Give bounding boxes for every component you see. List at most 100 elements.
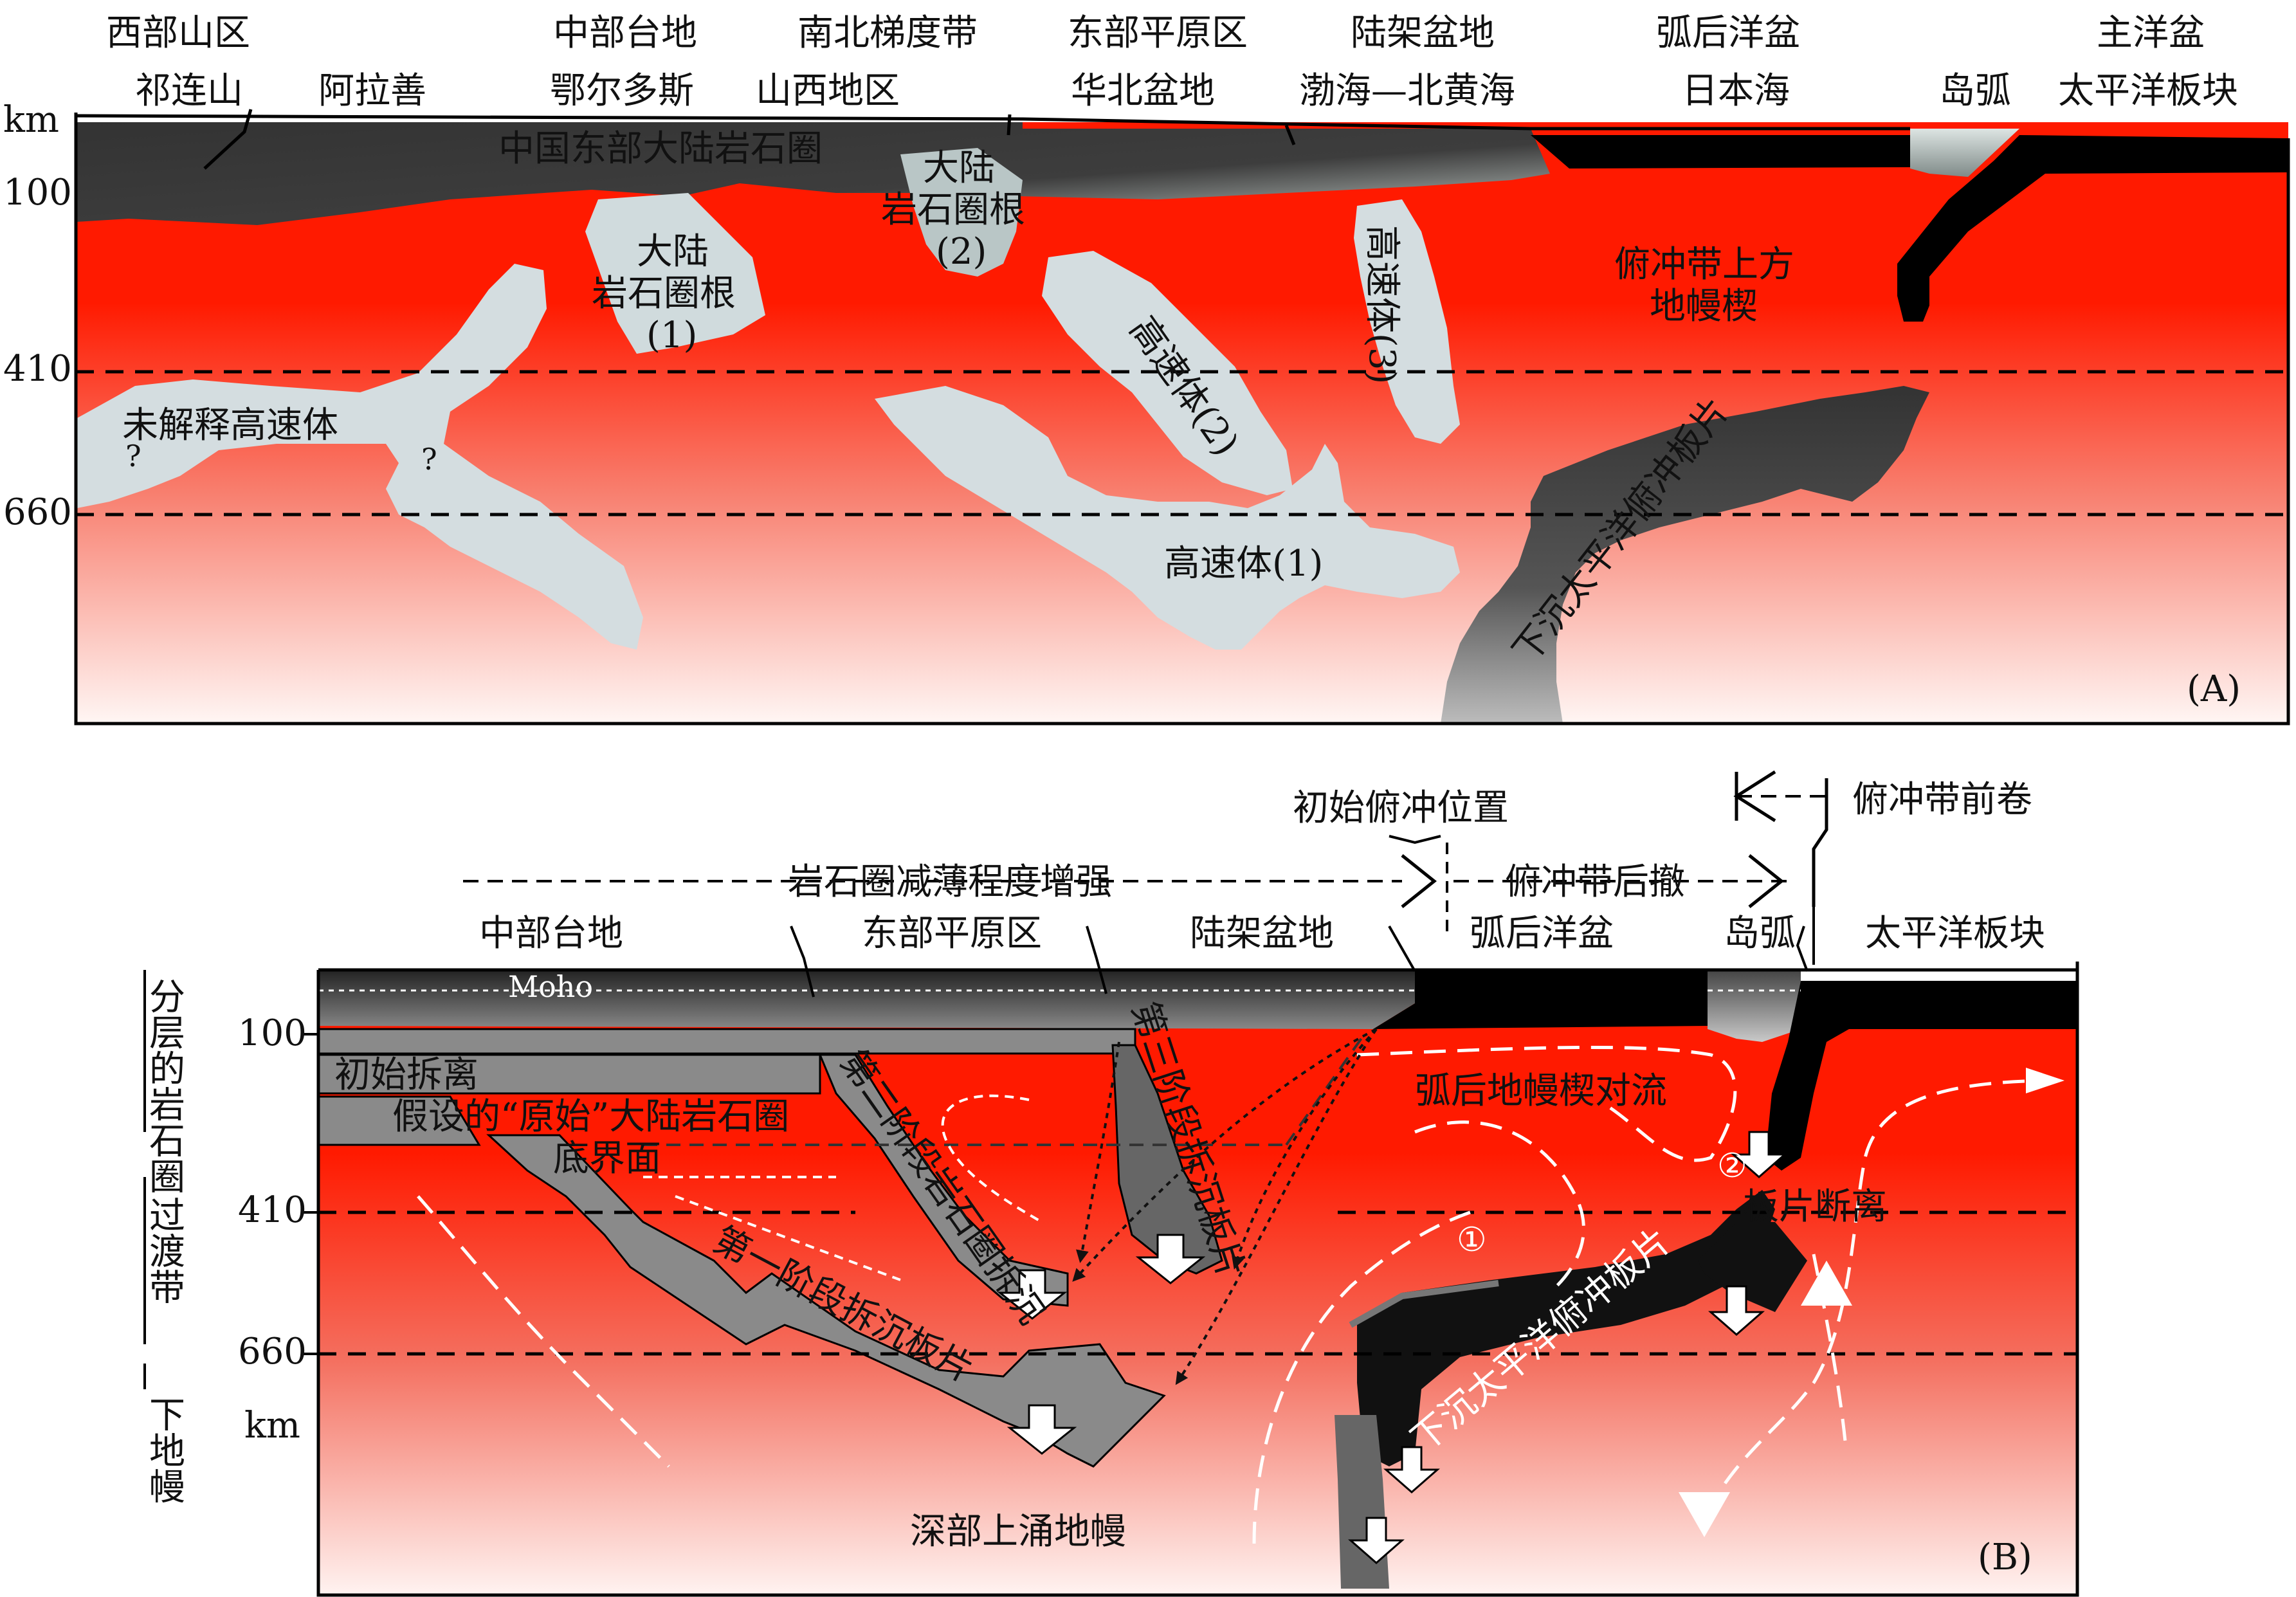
label-root-1-c: (1) (646, 315, 697, 356)
panel-b-tag: (B) (1978, 1537, 2032, 1578)
panel-a-unresolved-high-velocity-body (77, 264, 643, 650)
panel-a-subducted-slab (1441, 386, 1929, 724)
panel-a-high-velocity-body-3 (1354, 199, 1460, 444)
label-unresolved-body: 未解释高速体 (122, 405, 338, 446)
panel-b-convection-pacific (1702, 1079, 2059, 1519)
place-ordos: 鄂尔多斯 (550, 70, 694, 112)
panel-b-pacific-plate (1765, 981, 2077, 1171)
label-high-velocity-1: 高速体(1) (1164, 543, 1323, 585)
panel-a-depth-660: 660 (3, 491, 72, 533)
panel-a-surface-line (75, 114, 1910, 131)
panel-a-frame (74, 113, 2290, 725)
panel-a-depth-100: 100 (3, 172, 72, 214)
label-initial-subduction: 初始俯冲位置 (1293, 787, 1509, 829)
side-lower-mantle: 下地幔 (143, 1396, 185, 1504)
panel-b-block-arrows (997, 1131, 1787, 1564)
panel-b-convection-backarc-inner (1414, 1120, 1585, 1288)
label-thinning: 岩石圈减薄程度增强 (788, 861, 1112, 903)
region-east-plain: 东部平原区 (1068, 12, 1248, 54)
panel-b-island-arc-block (1708, 970, 1801, 1042)
panel-a-high-velocity-body-2 (1042, 251, 1293, 495)
label-root-2-c: (2) (936, 231, 987, 273)
panel-b-trench-symbol (1389, 835, 1441, 844)
region-ns-gradient-belt: 南北梯度带 (797, 12, 978, 54)
label-trench-advance: 俯冲带前卷 (1852, 779, 2032, 821)
label-wedge-a: 俯冲带上方 (1614, 244, 1794, 286)
panel-b-unit: km (244, 1405, 300, 1446)
label-root-1-b: 岩石圈根 (592, 273, 736, 315)
panel-b-stage3-slab (1111, 1044, 1223, 1275)
panel-b-slab-break (1698, 1222, 1807, 1312)
panel-a-continental-lithosphere (76, 122, 1550, 225)
panel-b-fault-4 (1796, 926, 1809, 972)
label-wedge-b: 地幔楔 (1650, 286, 1758, 327)
place-bohai: 渤海—北黄海 (1299, 70, 1515, 112)
panel-b-dotted-arrow-1 (1072, 1028, 1377, 1282)
panel-b-arrowhead-1 (2026, 1068, 2064, 1093)
panel-b-oceanic-lithosphere (1373, 970, 1708, 1029)
region-backarc-basin: 弧后洋盆 (1656, 12, 1800, 54)
panel-b-arrowhead-2 (1801, 1261, 1852, 1306)
panel-b-fault-3 (1388, 926, 1416, 972)
panel-b-convection-backarc (1356, 1045, 1737, 1162)
label-circle-2: ② (1717, 1147, 1747, 1185)
panel-a-depth-410: 410 (3, 348, 72, 390)
label-deep-upwelling: 深部上涌地幔 (910, 1511, 1126, 1553)
region-west-mountains: 西部山区 (106, 12, 250, 54)
panel-a-oceanic-lithosphere (1531, 135, 1910, 169)
label-b-pacific-plate: 太平洋板块 (1865, 913, 2045, 954)
label-b-shelf-basin: 陆架盆地 (1190, 913, 1334, 954)
place-pacific-plate: 太平洋板块 (2058, 70, 2238, 112)
panel-b-initial-subduction-symbol (1401, 854, 1437, 908)
label-backarc-convection: 弧后地幔楔对流 (1415, 1070, 1667, 1112)
panel-b-frame (316, 962, 2079, 1597)
panel-b-advance-hook (1812, 778, 1828, 907)
side-layered-lithosphere: 分层的岩石圈 (143, 978, 185, 1194)
label-circle-1: ① (1457, 1221, 1487, 1259)
panel-b-convection-right-down (1812, 1254, 1848, 1448)
panel-b-dotted-arrow-4 (1076, 1041, 1120, 1263)
panel-b-fault-2 (1086, 926, 1107, 994)
region-central-platform: 中部台地 (553, 12, 697, 54)
label-high-velocity-3: 高速体(3) (1361, 225, 1403, 384)
panel-a-fault-3 (1284, 125, 1296, 145)
panel-b-depth-660: 660 (238, 1331, 307, 1373)
panel-b-lithosphere-top (318, 970, 1415, 1029)
panel-b-dotted-arrow-3 (1175, 1028, 1378, 1385)
panel-b-stage2-slab (818, 1054, 1069, 1307)
label-moho: Moho (508, 969, 593, 1004)
place-shanxi: 山西地区 (756, 70, 900, 112)
label-hypothetical-base: 假设的“原始”大陆岩石圈 (392, 1096, 789, 1138)
label-b-island-arc: 岛弧 (1724, 913, 1796, 954)
label-b-east-plain: 东部平原区 (862, 913, 1042, 954)
panel-b-convection-left (417, 1195, 670, 1468)
place-north-china-basin: 华北盆地 (1071, 70, 1215, 112)
label-root-2-a: 大陆 (923, 147, 995, 189)
panel-a-pacific-plate (1897, 135, 2288, 322)
panel-b-convection-deep (1252, 1207, 1480, 1544)
label-initial-detach: 初始拆离 (334, 1054, 478, 1096)
panel-b-arrowhead-3 (1679, 1492, 1730, 1537)
place-sea-of-japan: 日本海 (1682, 70, 1790, 112)
panel-a-root-2 (900, 148, 1023, 277)
label-slab-break: 板片断离 (1743, 1186, 1887, 1228)
label-continental-lithosphere: 中国东部大陆岩石圈 (498, 128, 823, 170)
panel-a-tag: (A) (2187, 668, 2241, 710)
panel-b-lithosphere-layer-2 (317, 1054, 821, 1095)
region-shelf-basin: 陆架盆地 (1351, 12, 1495, 54)
label-root-2-b: 岩石圈根 (881, 189, 1025, 231)
panel-b-lithosphere-layer-1 (317, 1028, 1136, 1055)
label-root-1-a: 大陆 (637, 231, 709, 273)
panel-a-high-velocity-body-1 (875, 386, 1460, 650)
place-island-arc: 岛弧 (1939, 70, 2011, 112)
label-base-face: 底界面 (553, 1138, 661, 1180)
label-question-1: ? (125, 439, 141, 473)
label-b-backarc-basin: 弧后洋盆 (1470, 913, 1614, 954)
panel-b-subduction-symbol-2 (1748, 854, 1785, 908)
panel-a: km 100 410 660 西部山区 中部台地 南北梯度带 东部平原区 陆架盆… (3, 12, 2290, 725)
panel-b-subducted-slab (1357, 1190, 1775, 1466)
panel-b-convection-mid (643, 1176, 901, 1281)
panel-b-depth-410: 410 (238, 1189, 307, 1231)
panel-a-root-1 (585, 193, 765, 354)
